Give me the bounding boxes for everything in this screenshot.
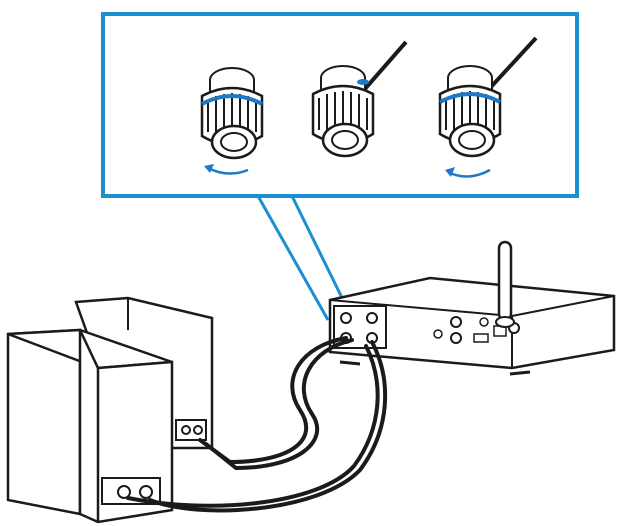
speaker-front-icon: [6, 328, 174, 524]
arrow-head-icon: [445, 167, 455, 177]
binding-post-tighten-icon: [438, 65, 502, 158]
arrow-head-icon: [204, 164, 214, 173]
speaker-cables: [126, 336, 388, 513]
speaker-wire-icon: [362, 40, 408, 92]
callout-leaders: [256, 195, 350, 321]
speaker-wire-icon: [488, 36, 538, 90]
binding-post-insert-wire-icon: [311, 65, 375, 158]
receiver-icon: [328, 276, 616, 376]
binding-post-loosen-icon: [200, 67, 264, 160]
antenna-icon: [495, 240, 515, 328]
